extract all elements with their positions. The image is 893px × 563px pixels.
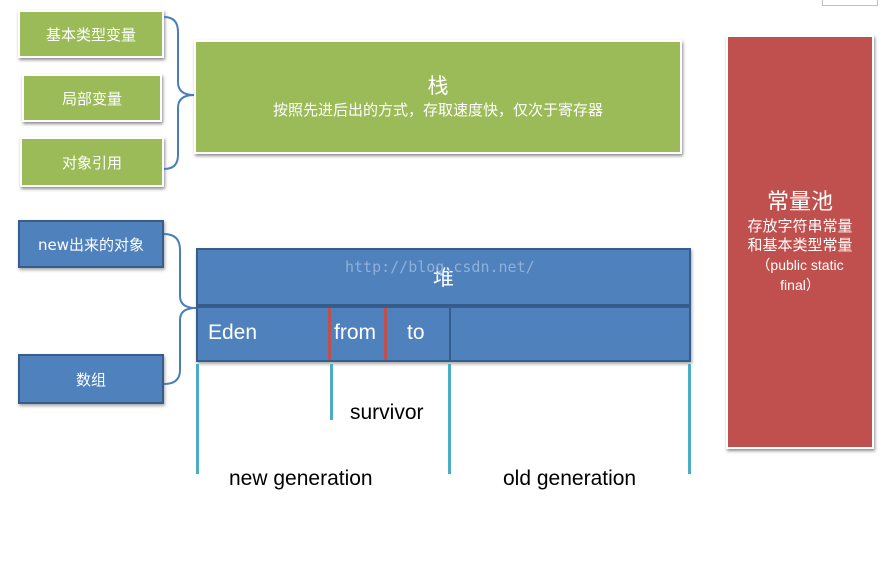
constant-pool-box: 常量池 存放字符串常量 和基本类型常量 （public static final… — [726, 35, 874, 449]
local-variable-box: 局部变量 — [22, 74, 162, 122]
heap-bracket — [163, 233, 197, 385]
watermark: http://blog.csdn.net/ — [345, 258, 535, 276]
primitive-variable-box: 基本类型变量 — [18, 10, 164, 58]
from-label: from — [334, 321, 376, 344]
heap-box: 堆 — [196, 248, 691, 306]
corner-box — [822, 0, 878, 6]
new-generation-label: new generation — [229, 467, 373, 490]
young-old-divider — [449, 308, 451, 360]
constant-pool-title: 常量池 — [766, 190, 833, 215]
eden-label: Eden — [208, 321, 258, 344]
to-label: to — [407, 321, 425, 344]
survivor-left-line — [330, 364, 333, 420]
heap-title: 堆 — [433, 266, 454, 290]
constant-pool-line-1: 存放字符串常量 — [747, 217, 853, 235]
stack-box: 栈 按照先进后出的方式，存取速度快，仅次于寄存器 — [194, 40, 682, 154]
generation-row — [196, 306, 691, 362]
new-object-box: new出来的对象 — [18, 220, 164, 268]
survivor-label: survivor — [350, 401, 424, 424]
constant-pool-line-2: 和基本类型常量 — [747, 236, 853, 254]
constant-pool-line-3: （public static — [756, 257, 844, 273]
old-gen-right-line — [688, 364, 691, 474]
new-gen-left-line — [196, 364, 199, 474]
from-to-divider — [384, 308, 387, 360]
constant-pool-line-4: final） — [780, 277, 820, 293]
object-reference-box: 对象引用 — [20, 137, 164, 187]
stack-title: 栈 — [427, 74, 449, 98]
old-generation-label: old generation — [503, 467, 637, 490]
eden-from-divider — [328, 308, 331, 360]
generation-divider-line — [448, 364, 451, 474]
stack-description: 按照先进后出的方式，存取速度快，仅次于寄存器 — [272, 101, 603, 119]
array-box: 数组 — [18, 354, 164, 404]
